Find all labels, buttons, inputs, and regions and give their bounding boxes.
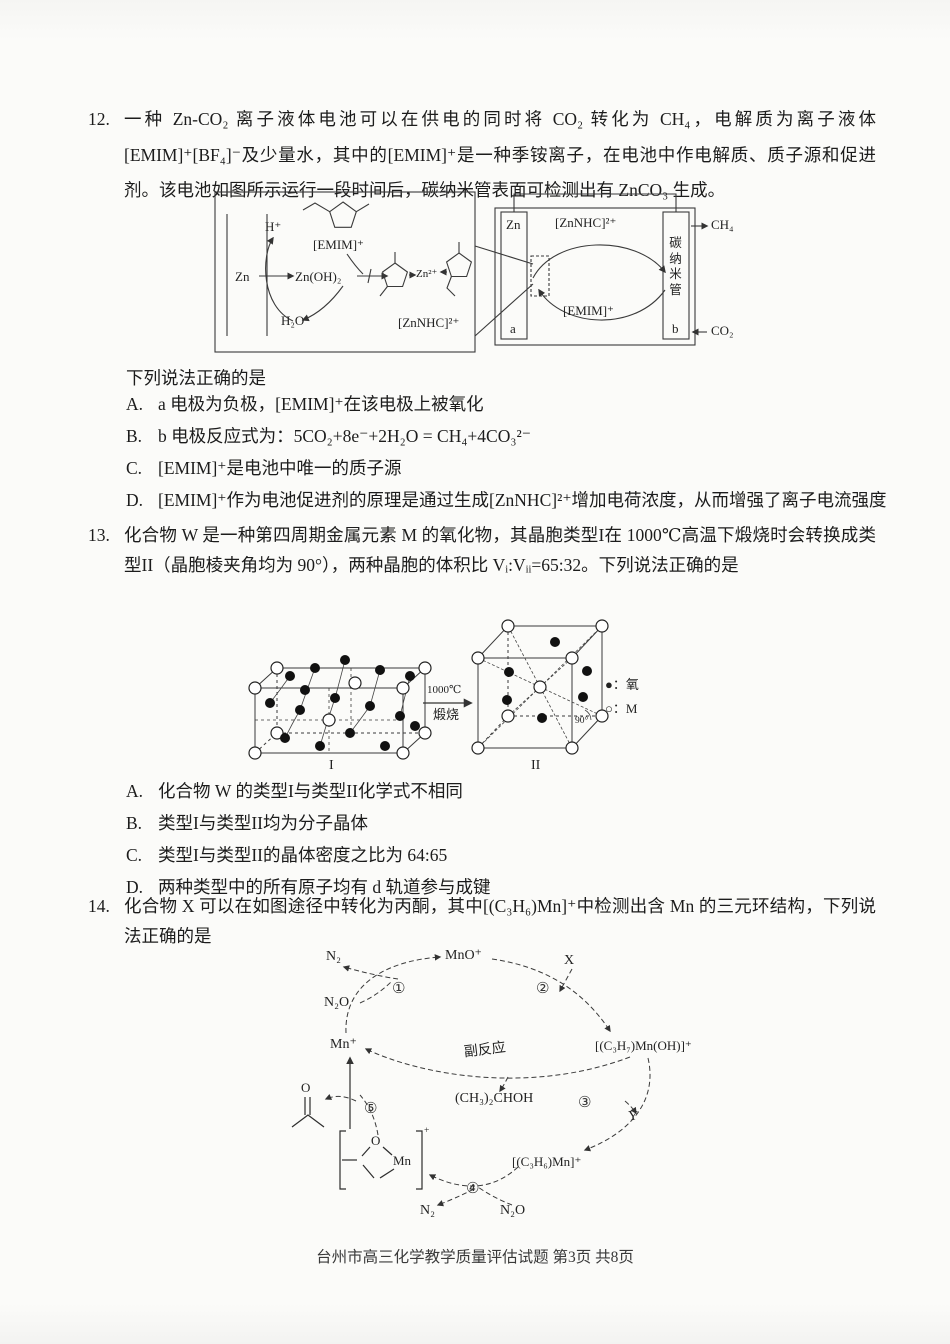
q13-calcine-label: 煅烧	[433, 707, 460, 722]
q13-type-i-label: I	[329, 758, 334, 773]
q12-znnhc-label: [ZnNHC]²⁺	[398, 315, 460, 330]
q13-option-b-text: 类型I与类型II均为分子晶体	[158, 813, 368, 833]
q12-h-plus-label: H⁺	[265, 219, 282, 234]
q14-n2o-top-label: N₂O	[324, 995, 350, 1010]
q14-acetone-o-label: O	[301, 1080, 311, 1095]
q14-stem: 14. 化合物 X 可以在如图途径中转化为丙酮，其中[(C₃H₆)Mn]⁺中检测…	[88, 891, 876, 951]
q14-diagram-graphics	[291, 954, 651, 1207]
q12-options: A. a 电极为负极，[EMIM]⁺在该电极上被氧化 B. b 电极反应式为：5…	[126, 390, 898, 518]
q13-legend-m: ○：M	[605, 701, 638, 716]
q12-option-c-text: [EMIM]⁺是电池中唯一的质子源	[158, 458, 402, 478]
q12-number: 12.	[88, 109, 110, 129]
q12-option-a-label: A.	[126, 394, 144, 414]
q14-solid-bonds	[291, 1056, 423, 1190]
q14-mno-label: MnO⁺	[445, 948, 482, 963]
q14-ring-o-label: O	[371, 1133, 381, 1148]
q13-option-c-text: 类型I与类型II的晶体密度之比为 64:65	[158, 845, 448, 865]
q13-option-d-label: D.	[126, 877, 144, 897]
q12-diagram-graphics	[214, 191, 709, 353]
q12-option-a-text: a 电极为负极，[EMIM]⁺在该电极上被氧化	[158, 394, 484, 414]
q12-option-a: A. a 电极为负极，[EMIM]⁺在该电极上被氧化	[126, 390, 898, 419]
q13-option-a: A. 化合物 W 的类型I与类型II化学式不相同	[126, 777, 898, 806]
q12-stem-text: 一种 Zn-CO₂ 离子液体电池可以在供电的同时将 CO₂ 转化为 CH₄，电解…	[124, 109, 876, 200]
q12-option-d-label: D.	[126, 490, 144, 510]
q13-diagram-graphics	[248, 619, 609, 760]
q14-step3-label: ③	[578, 1095, 592, 1111]
q12-cell-emim-label: [EMIM]⁺	[563, 303, 614, 318]
q14-n2-top-label: N₂	[326, 949, 341, 964]
q13-option-c: C. 类型I与类型II的晶体密度之比为 64:65	[126, 841, 898, 870]
q14-mn-label: Mn⁺	[330, 1037, 357, 1052]
q12-electrode-a-label: a	[510, 321, 516, 336]
q12-option-d-text: [EMIM]⁺作为电池促进剂的原理是通过生成[ZnNHC]²⁺增加电荷浓度，从而…	[158, 490, 887, 510]
q14-step2-label: ②	[536, 981, 550, 997]
q13-cell-i-atoms	[248, 655, 432, 760]
q13-number: 13.	[88, 525, 110, 545]
q12-option-c-label: C.	[126, 458, 143, 478]
q14-isopropanol-label: (CH₃)₂CHOH	[455, 1091, 534, 1106]
q14-complex-oh-label: [(C₃H₇)Mn(OH)]⁺	[595, 1038, 692, 1053]
q14-x-label: X	[564, 953, 575, 968]
q14-ring-charge-label: +	[424, 1126, 430, 1136]
q12-prompt: 下列说法正确的是	[126, 368, 266, 388]
q14-cycle-arcs	[324, 954, 651, 1207]
q13-option-b: B. 类型I与类型II均为分子晶体	[126, 809, 898, 838]
q13-option-a-text: 化合物 W 的类型I与类型II化学式不相同	[158, 781, 463, 801]
q13-crystal-diagram: 1000℃ 煅烧 I II 90° ●：氧 ○：M	[195, 598, 715, 778]
q12-cell-znnhc-label: [ZnNHC]²⁺	[555, 215, 617, 230]
q13-option-d-text: 两种类型中的所有原子均有 d 轨道参与成键	[158, 877, 491, 897]
q14-n2o-bottom-label: N₂O	[500, 1203, 526, 1218]
q14-ring-mn-label: Mn	[393, 1153, 412, 1168]
page-footer: 台州市高三化学教学质量评估试题 第3页 共8页	[316, 1249, 634, 1266]
q12-znoh2-label: Zn(OH)₂	[295, 269, 342, 284]
q14-complex-propene-label: [(C₃H₆)Mn]⁺	[512, 1154, 582, 1169]
q13-legend-oxygen: ●：氧	[605, 677, 639, 692]
q12-option-b-text: b 电极反应式为：5CO₂+8e⁻+2H₂O = CH₄+4CO₃²⁻	[158, 426, 531, 446]
q12-option-b-label: B.	[126, 426, 143, 446]
q13-option-d: D. 两种类型中的所有原子均有 d 轨道参与成键	[126, 873, 898, 902]
q13-option-c-label: C.	[126, 845, 143, 865]
q12-h2o-label: H₂O	[281, 313, 305, 328]
q14-number: 14.	[88, 896, 110, 916]
q13-option-a-label: A.	[126, 781, 144, 801]
q12-cell-zn-label: Zn	[506, 217, 521, 232]
q12-left-box	[214, 191, 550, 353]
q13-option-b-label: B.	[126, 813, 143, 833]
q14-cycle-diagram: N₂ MnO⁺ X ① ② N₂O Mn⁺ [(C₃H₇)Mn(OH)]⁺ 副反…	[280, 943, 720, 1238]
q12-stem: 12. 一种 Zn-CO₂ 离子液体电池可以在供电的同时将 CO₂ 转化为 CH…	[88, 102, 876, 209]
q12-battery-diagram: Zn H⁺ Zn(OH)₂ H₂O [EMIM]⁺ Zn²⁺ [ZnNHC]²⁺…	[195, 186, 755, 358]
q13-type-ii-label: II	[531, 758, 541, 773]
q14-step5-label: ⑤	[364, 1101, 378, 1117]
q12-co2-label: CO₂	[711, 323, 734, 338]
q13-cell-ii-bonds	[477, 625, 603, 749]
q12-zn2-label: Zn²⁺	[416, 268, 438, 280]
q14-y-label: Y	[628, 1109, 639, 1124]
q12-option-b: B. b 电极反应式为：5CO₂+8e⁻+2H₂O = CH₄+4CO₃²⁻	[126, 422, 898, 451]
q13-stem: 13. 化合物 W 是一种第四周期金属元素 M 的氧化物，其晶胞类型I在 100…	[88, 520, 876, 580]
q13-temp-label: 1000℃	[427, 684, 462, 696]
q13-stem-text: 化合物 W 是一种第四周期金属元素 M 的氧化物，其晶胞类型I在 1000℃高温…	[124, 525, 876, 575]
q13-angle-label: 90°	[575, 716, 589, 726]
q12-option-d: D. [EMIM]⁺作为电池促进剂的原理是通过生成[ZnNHC]²⁺增加电荷浓度…	[126, 486, 898, 515]
q13-options: A. 化合物 W 的类型I与类型II化学式不相同 B. 类型I与类型II均为分子…	[126, 777, 898, 905]
q12-cell-box	[494, 193, 709, 346]
q13-cell-ii-atoms	[471, 619, 609, 755]
q12-electrode-b-label: b	[672, 321, 679, 336]
q14-step1-label: ①	[392, 981, 406, 997]
q12-option-c: C. [EMIM]⁺是电池中唯一的质子源	[126, 454, 898, 483]
q12-anode-zn-label: Zn	[235, 269, 250, 284]
q12-emim-label: [EMIM]⁺	[313, 237, 364, 252]
q12-carbon-nanotube-label: 碳纳米管	[669, 236, 682, 297]
q14-step4-label: ④	[466, 1181, 480, 1197]
q12-ch4-label: CH₄	[711, 217, 734, 232]
q14-n2-bottom-label: N₂	[420, 1203, 435, 1218]
q14-stem-text: 化合物 X 可以在如图途径中转化为丙酮，其中[(C₃H₆)Mn]⁺中检测出含 M…	[124, 896, 876, 946]
